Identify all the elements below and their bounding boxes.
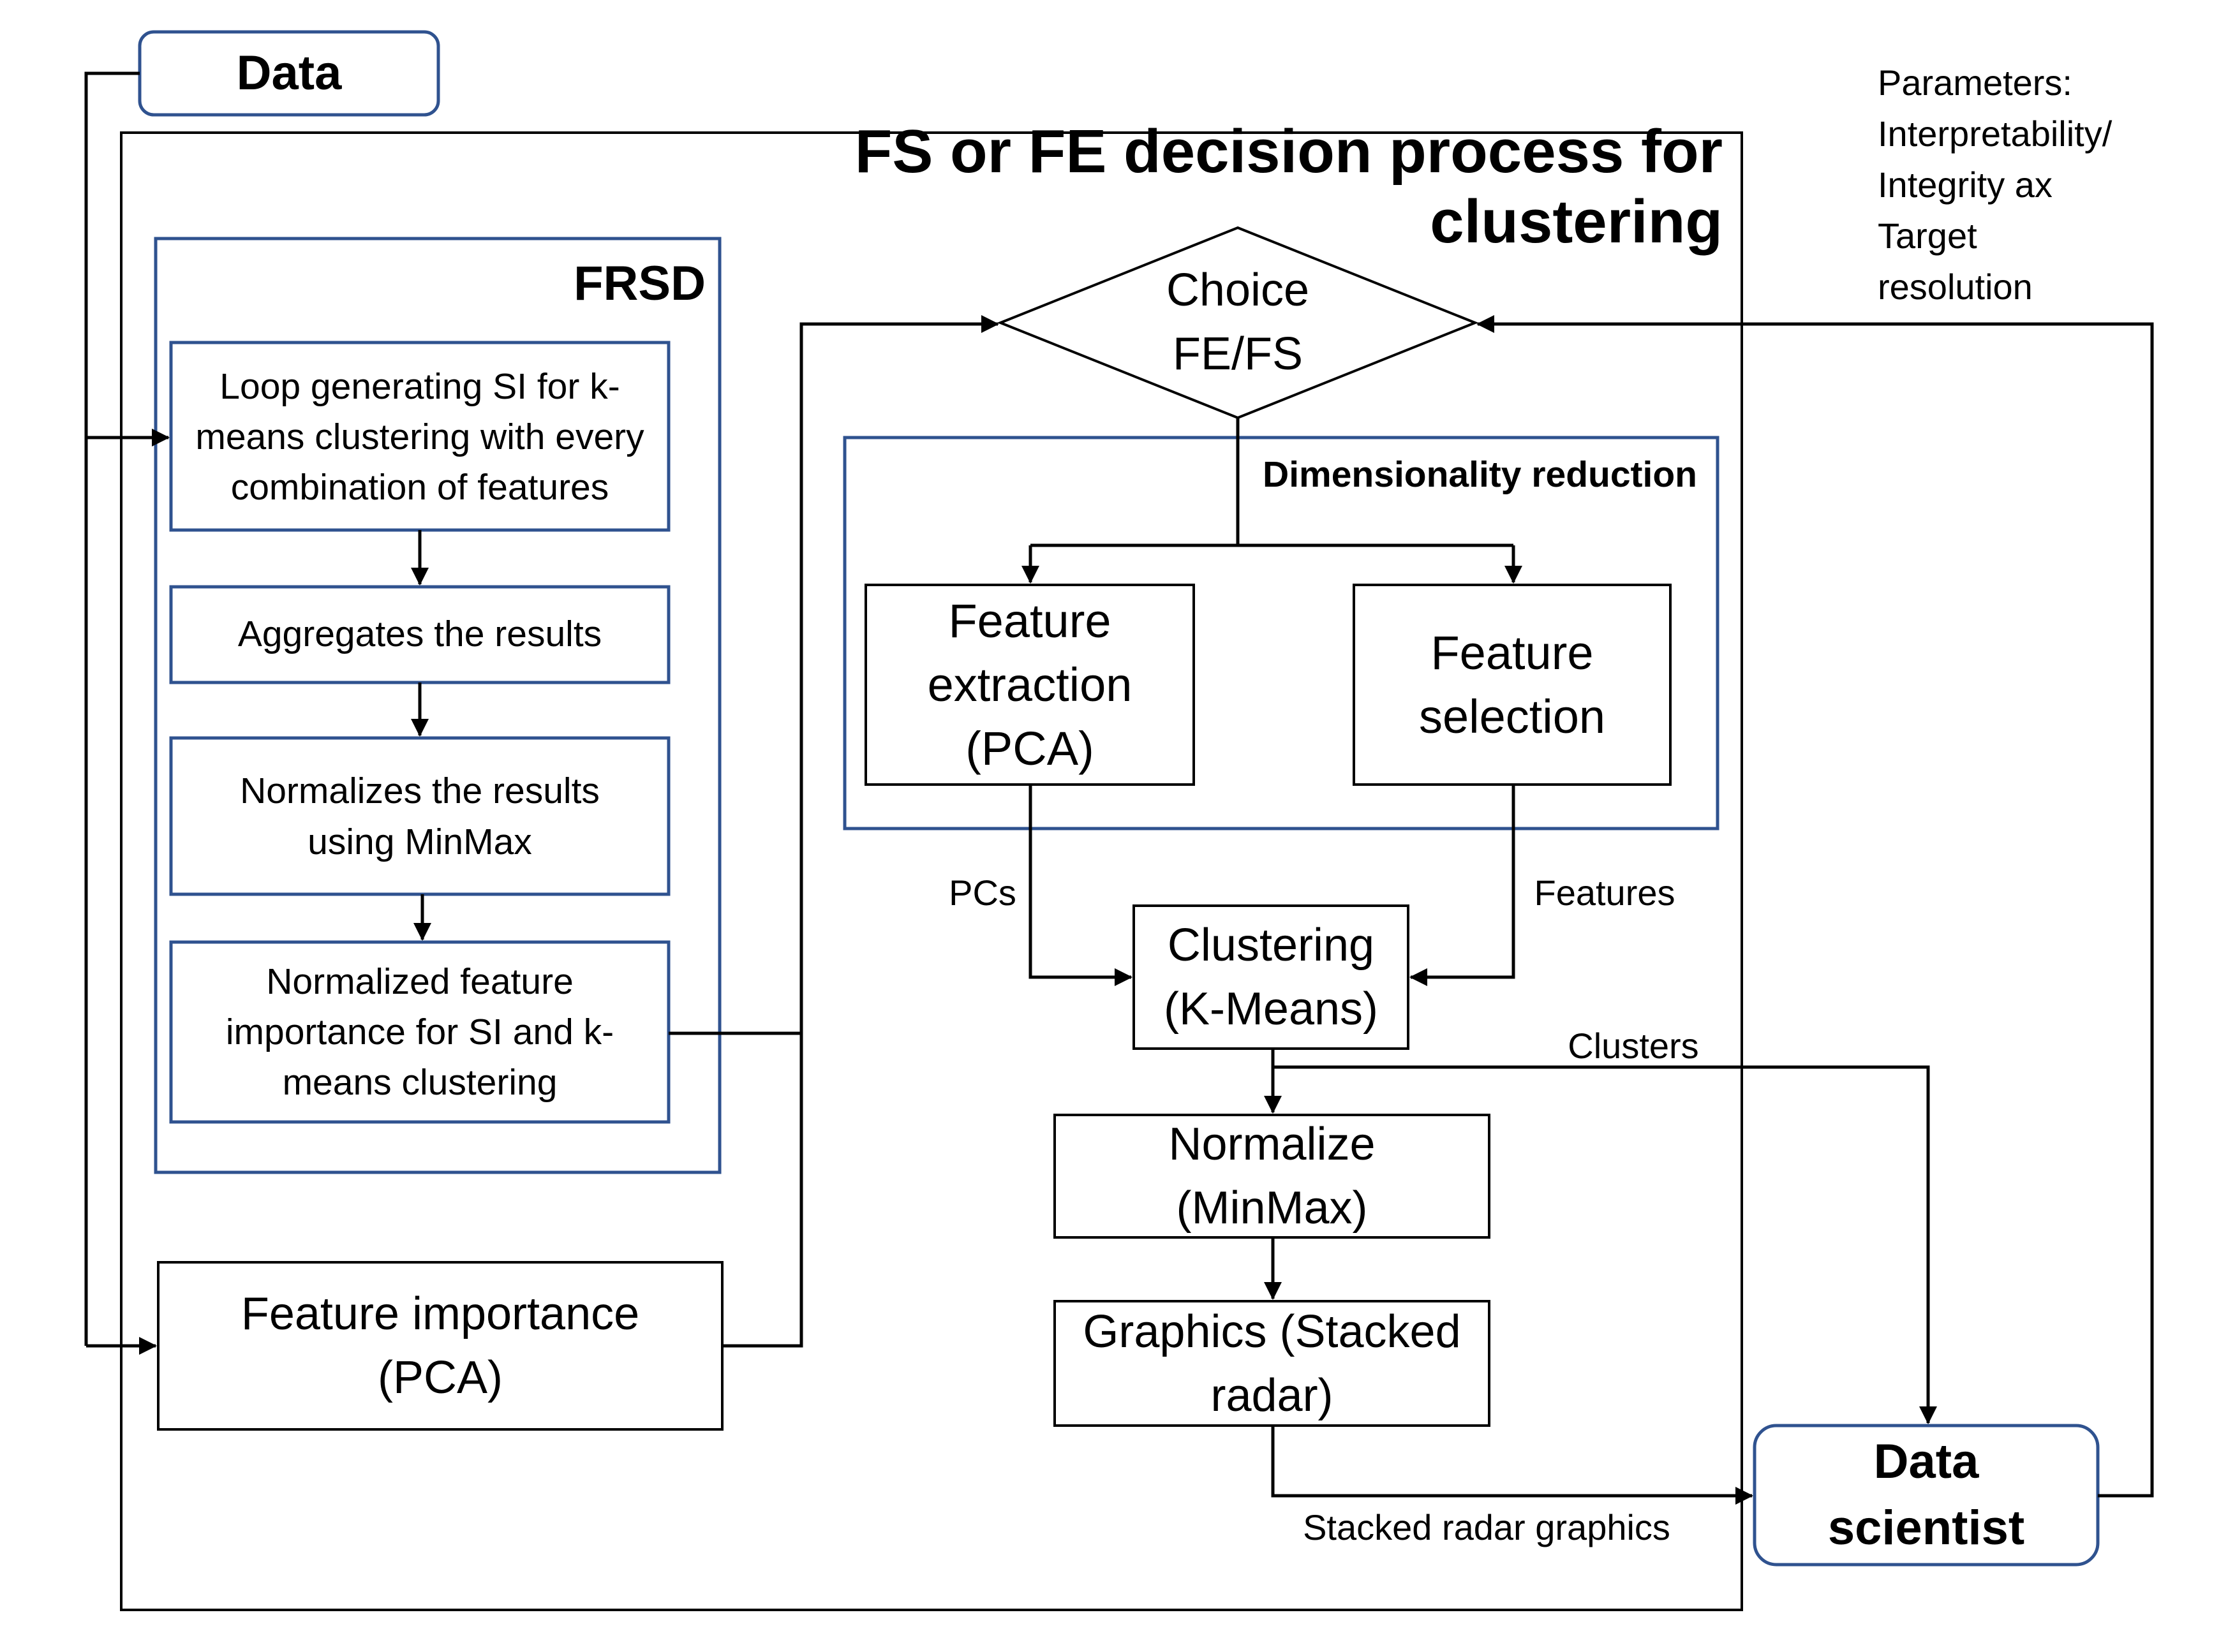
parameters-line: resolution <box>1878 267 2033 307</box>
features-arrow <box>1409 785 1515 986</box>
data-scientist-label: Data scientist <box>1827 1434 2025 1555</box>
main-title: FS or FE decision process for clustering <box>854 117 1723 256</box>
normalize-box <box>1053 1114 1490 1239</box>
feature-extraction-box <box>865 584 1195 786</box>
dim-reduction-title: Dimensionality reduction <box>1263 454 1697 496</box>
feature-selection-box <box>1353 584 1672 786</box>
clustering-label: Clustering (K-Means) <box>1163 920 1379 1035</box>
stacked-radar-arrow <box>1271 1426 1753 1505</box>
frsd-title: FRSD <box>574 256 706 311</box>
pcs-label: PCs <box>949 872 1016 913</box>
frsd-step-1-label: Loop generating SI for k-means clusterin… <box>195 365 644 508</box>
frsd-step-1-box <box>169 341 671 532</box>
frsd-step-4-box <box>169 940 671 1124</box>
graphics-box <box>1053 1300 1490 1427</box>
main-frame <box>120 131 1743 1611</box>
parameters-line: Interpretability/ <box>1878 114 2112 154</box>
parameters-line: Integrity ax <box>1878 165 2053 205</box>
feature-importance-to-choice-line <box>722 315 999 1348</box>
frsd-step-2-label: Aggregates the results <box>237 614 602 655</box>
data-label: Data <box>236 46 342 101</box>
normalize-label: Normalize (MinMax) <box>1168 1119 1376 1234</box>
feature-importance-box <box>157 1261 724 1431</box>
choice-label: Choice FE/FS <box>1166 265 1310 380</box>
pcs-arrow <box>1028 785 1132 986</box>
parameters-line: Target <box>1878 216 1977 256</box>
graphics-label: Graphics (Stacked radar) <box>1083 1306 1461 1421</box>
stacked-radar-label: Stacked radar graphics <box>1303 1507 1670 1547</box>
features-label: Features <box>1534 872 1675 913</box>
feature-selection-label: Feature selection <box>1418 626 1606 743</box>
feature-importance-label: Feature importance (PCA) <box>241 1288 640 1403</box>
dim-reduction-container <box>843 436 1719 830</box>
parameters-line: Parameters: <box>1878 63 2072 103</box>
frsd-step-2-box <box>169 585 671 684</box>
data-connector <box>84 71 140 1346</box>
parameters-block: Parameters: Interpretability/ Integrity … <box>1878 57 2222 313</box>
feature-extraction-label: Feature extraction (PCA) <box>927 594 1132 775</box>
frsd-step-3-label: Normalizes the results using MinMax <box>240 770 600 862</box>
clusters-arrow <box>1273 1065 1937 1424</box>
feedback-arrow <box>1476 315 2154 1498</box>
clustering-box <box>1132 904 1409 1050</box>
frsd-step-3-box <box>169 736 671 896</box>
frsd-step-4-label: Normalized feature importance for SI and… <box>225 961 614 1103</box>
frsd-container <box>154 237 722 1174</box>
clusters-label: Clusters <box>1568 1025 1699 1066</box>
